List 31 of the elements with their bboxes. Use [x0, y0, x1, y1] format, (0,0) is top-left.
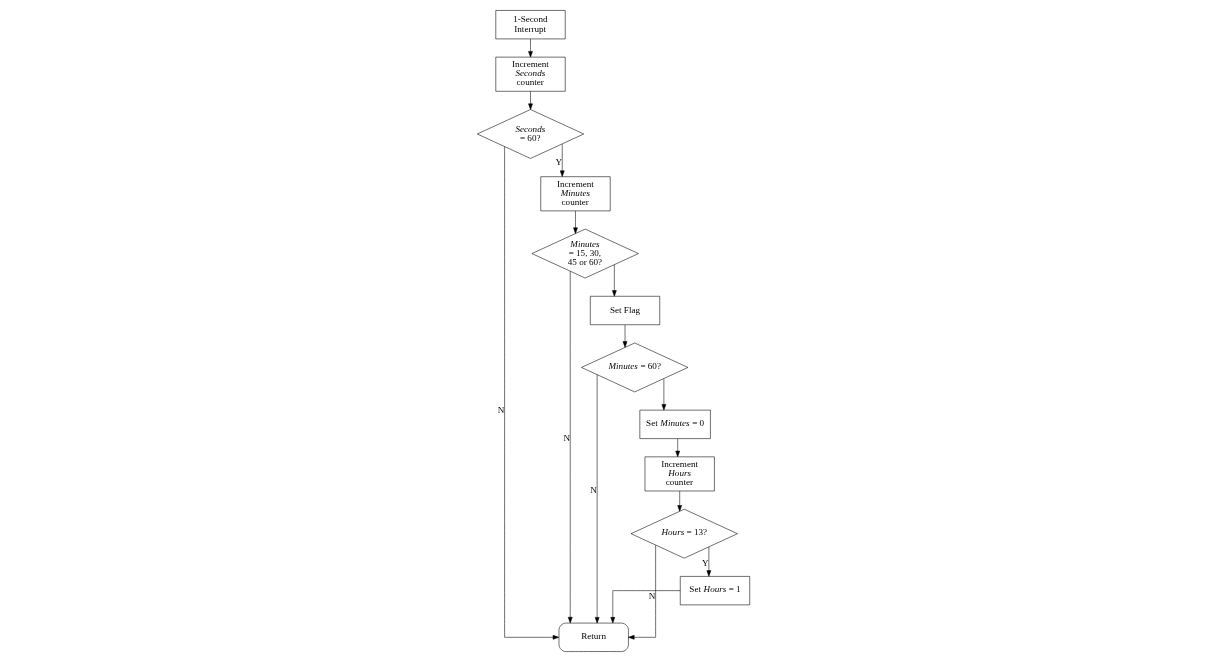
- arrow: [677, 490, 682, 512]
- arrow: [675, 438, 680, 458]
- arrow: [573, 210, 578, 234]
- arrow: [612, 264, 617, 297]
- node-box: Increment Hours counter: [644, 456, 715, 492]
- node-diamond: Seconds = 60?: [477, 109, 585, 159]
- arrow: [622, 324, 628, 348]
- arrow: [628, 544, 656, 640]
- arrow: [528, 91, 533, 110]
- edge-label: Y: [702, 558, 709, 569]
- node-diamond: Hours = 13?: [630, 508, 738, 559]
- arrow: [504, 146, 560, 640]
- arrow: [610, 590, 681, 624]
- node-box: 1-Second Interrupt: [495, 10, 566, 40]
- edge-label: N: [648, 591, 656, 602]
- arrow: [559, 143, 565, 177]
- arrow: [594, 374, 600, 624]
- arrow: [567, 271, 573, 624]
- node-box: Set Minutes = 0: [639, 409, 711, 439]
- arrow: [706, 546, 712, 577]
- arrow: [528, 38, 533, 58]
- edge-label: N: [563, 433, 570, 444]
- edge-label: N: [497, 405, 505, 416]
- arrow: [661, 378, 667, 411]
- node-box: Increment Seconds counter: [495, 56, 566, 92]
- node-box: Return: [558, 622, 629, 652]
- node-box: Set Flag: [590, 296, 661, 326]
- node-box: Set Hours = 1: [679, 576, 750, 606]
- edge-label: N: [590, 485, 597, 496]
- edge-label: Y: [555, 156, 562, 167]
- node-box: Increment Minutes counter: [540, 176, 611, 212]
